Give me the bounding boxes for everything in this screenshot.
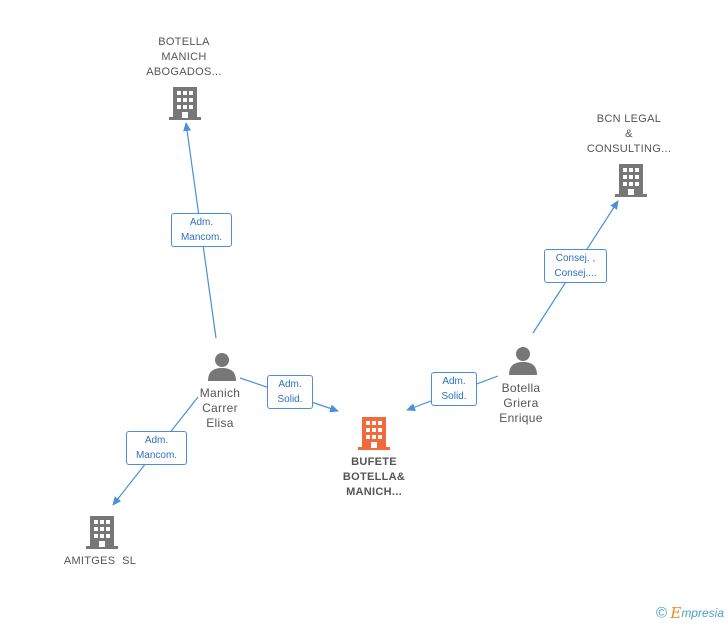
edge-label-manich-abogados[interactable]: Adm. Mancom. [171,213,232,247]
building-icon-main[interactable] [358,415,390,451]
building-icon[interactable] [615,162,647,198]
edge-label-botella-bcn[interactable]: Consej. , Consej.... [544,249,607,283]
person-icon[interactable] [508,345,538,375]
edge-label-manich-bufete[interactable]: Adm. Solid. [267,375,313,409]
person-icon[interactable] [207,351,237,381]
building-icon[interactable] [169,85,201,121]
edge-label-botella-bufete[interactable]: Adm. Solid. [431,372,477,406]
empresia-brand[interactable]: © Empresia [656,604,724,622]
edge-label-manich-amitges[interactable]: Adm. Mancom. [126,431,187,465]
building-icon[interactable] [86,514,118,550]
copyright-symbol: © [655,604,668,622]
company-label-bcn-legal[interactable]: BCN LEGAL & CONSULTING... [586,113,672,155]
brand-name: mpresia [681,606,724,620]
company-label-botella-manich-abogados[interactable]: BOTELLA MANICH ABOGADOS... [146,36,222,78]
company-label-amitges[interactable]: AMITGES SL [63,555,137,567]
person-label-botella-griera[interactable]: Botella Griera Enrique [499,381,543,425]
person-label-manich-carrer[interactable]: Manich Carrer Elisa [199,386,241,430]
main-company-label[interactable]: BUFETE BOTELLA& MANICH... [342,456,406,498]
brand-initial: E [670,604,682,622]
